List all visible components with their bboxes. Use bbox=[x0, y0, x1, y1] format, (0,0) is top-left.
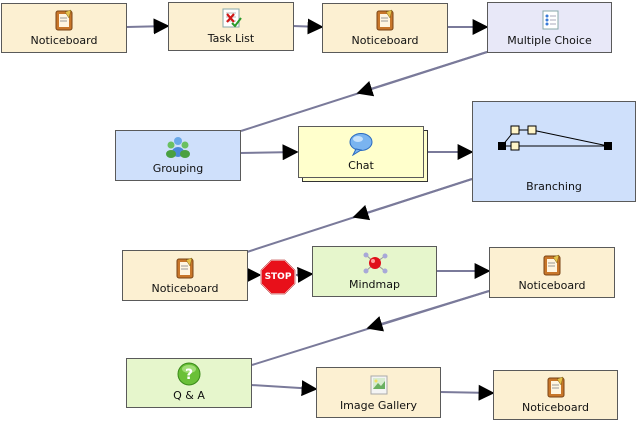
node-label: Noticeboard bbox=[522, 401, 589, 414]
edge-n2-n3 bbox=[292, 18, 324, 35]
node-noticeboard-2[interactable]: Noticeboard bbox=[322, 3, 448, 53]
question-icon: ? bbox=[177, 362, 201, 386]
node-label: Chat bbox=[348, 159, 374, 172]
stop-label: STOP bbox=[264, 272, 292, 282]
node-multiple-choice[interactable]: Multiple Choice bbox=[487, 2, 612, 53]
node-label: Task List bbox=[207, 32, 255, 45]
node-label: Branching bbox=[526, 180, 582, 193]
noticeboard-icon bbox=[376, 9, 394, 31]
node-task-list[interactable]: Task List bbox=[168, 2, 294, 51]
edge-n12-n13 bbox=[250, 380, 318, 397]
node-chat[interactable]: Chat bbox=[298, 126, 424, 178]
multiple-choice-icon bbox=[542, 10, 558, 30]
node-noticeboard-4[interactable]: Noticeboard bbox=[489, 247, 615, 298]
task-list-icon bbox=[222, 8, 242, 28]
node-label: Noticeboard bbox=[518, 279, 586, 292]
node-noticeboard-1[interactable]: Noticeboard bbox=[1, 3, 127, 53]
stop-sign-icon bbox=[260, 259, 296, 295]
branching-icon bbox=[498, 125, 612, 151]
node-label: Noticeboard bbox=[151, 282, 219, 295]
node-grouping[interactable]: Grouping bbox=[115, 130, 241, 181]
node-q-and-a[interactable]: ? Q & A bbox=[126, 358, 252, 408]
grouping-icon bbox=[166, 137, 190, 158]
stop-gate[interactable]: STOP bbox=[260, 259, 296, 295]
node-label: Noticeboard bbox=[351, 34, 419, 47]
node-label: Q & A bbox=[173, 389, 205, 402]
noticeboard-icon bbox=[543, 254, 561, 276]
edge-n9-n10 bbox=[295, 266, 314, 283]
node-label: Grouping bbox=[152, 162, 204, 175]
node-mindmap[interactable]: Mindmap bbox=[312, 246, 437, 297]
edge-n5-n6 bbox=[239, 144, 299, 161]
noticeboard-icon bbox=[547, 376, 564, 398]
noticeboard-icon bbox=[176, 257, 194, 279]
node-image-gallery[interactable]: Image Gallery bbox=[316, 367, 441, 418]
node-noticeboard-5[interactable]: Noticeboard bbox=[493, 370, 618, 420]
mindmap-icon bbox=[363, 252, 387, 274]
chat-bubble-icon bbox=[349, 133, 373, 156]
node-label: Image Gallery bbox=[339, 399, 418, 412]
svg-text:?: ? bbox=[185, 367, 193, 383]
edge-n1-n2 bbox=[125, 18, 170, 35]
node-label: Multiple Choice bbox=[507, 34, 592, 47]
node-label: Noticeboard bbox=[30, 34, 98, 47]
node-label: Mindmap bbox=[349, 278, 400, 291]
noticeboard-icon bbox=[55, 9, 73, 31]
node-branching[interactable]: Branching bbox=[472, 101, 636, 202]
image-gallery-icon bbox=[370, 375, 387, 395]
node-noticeboard-3[interactable]: Noticeboard bbox=[122, 250, 248, 301]
edge-n13-n14 bbox=[439, 384, 495, 401]
